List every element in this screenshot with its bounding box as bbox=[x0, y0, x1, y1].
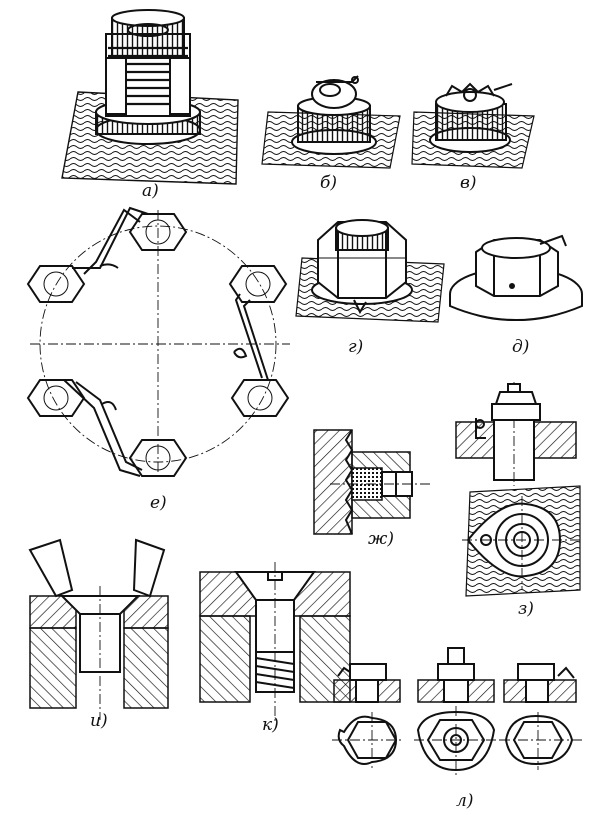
label-i: и) bbox=[90, 711, 108, 731]
figure-v-slotted-nut: в) bbox=[411, 82, 535, 193]
lock-plate-1 bbox=[332, 663, 404, 768]
figure-l-lock-plates: л) bbox=[332, 647, 582, 811]
lock-plate-3 bbox=[500, 663, 582, 770]
label-g: г) bbox=[348, 337, 363, 357]
label-a: а) bbox=[142, 181, 159, 201]
label-v: в) bbox=[460, 173, 477, 193]
bolt-head-right-bottom bbox=[230, 379, 290, 417]
bolt-head-right-top bbox=[228, 265, 288, 303]
figure-k-screw-with-spring: к) bbox=[199, 562, 351, 735]
label-zh: ж) bbox=[368, 529, 394, 549]
bolt-head-top bbox=[128, 213, 188, 251]
figure-d-nut-on-washer: д) bbox=[449, 234, 583, 357]
figure-z-tab-washer: з) bbox=[455, 382, 581, 619]
figure-a-locked-nut-sleeve: а) bbox=[61, 9, 239, 201]
lock-plate-2 bbox=[414, 647, 500, 776]
label-z: з) bbox=[518, 599, 534, 619]
figure-b-castle-nut: б) bbox=[261, 75, 401, 193]
figure-g-nut-with-washer: г) bbox=[295, 219, 445, 357]
label-k: к) bbox=[262, 715, 279, 735]
bolt-head-left-bottom bbox=[26, 379, 86, 417]
label-d: д) bbox=[512, 337, 529, 357]
label-e: е) bbox=[150, 493, 167, 513]
label-l: л) bbox=[456, 791, 473, 811]
figure-zh-set-screw-section: ж) bbox=[313, 429, 430, 549]
figure-i-punched-countersunk-screw: и) bbox=[28, 538, 169, 731]
figure-e-wire-locking-bolt-group: е) bbox=[26, 206, 290, 513]
label-b: б) bbox=[320, 173, 337, 193]
bolt-head-left-top bbox=[26, 265, 86, 303]
bolt-head-bottom bbox=[128, 439, 188, 477]
